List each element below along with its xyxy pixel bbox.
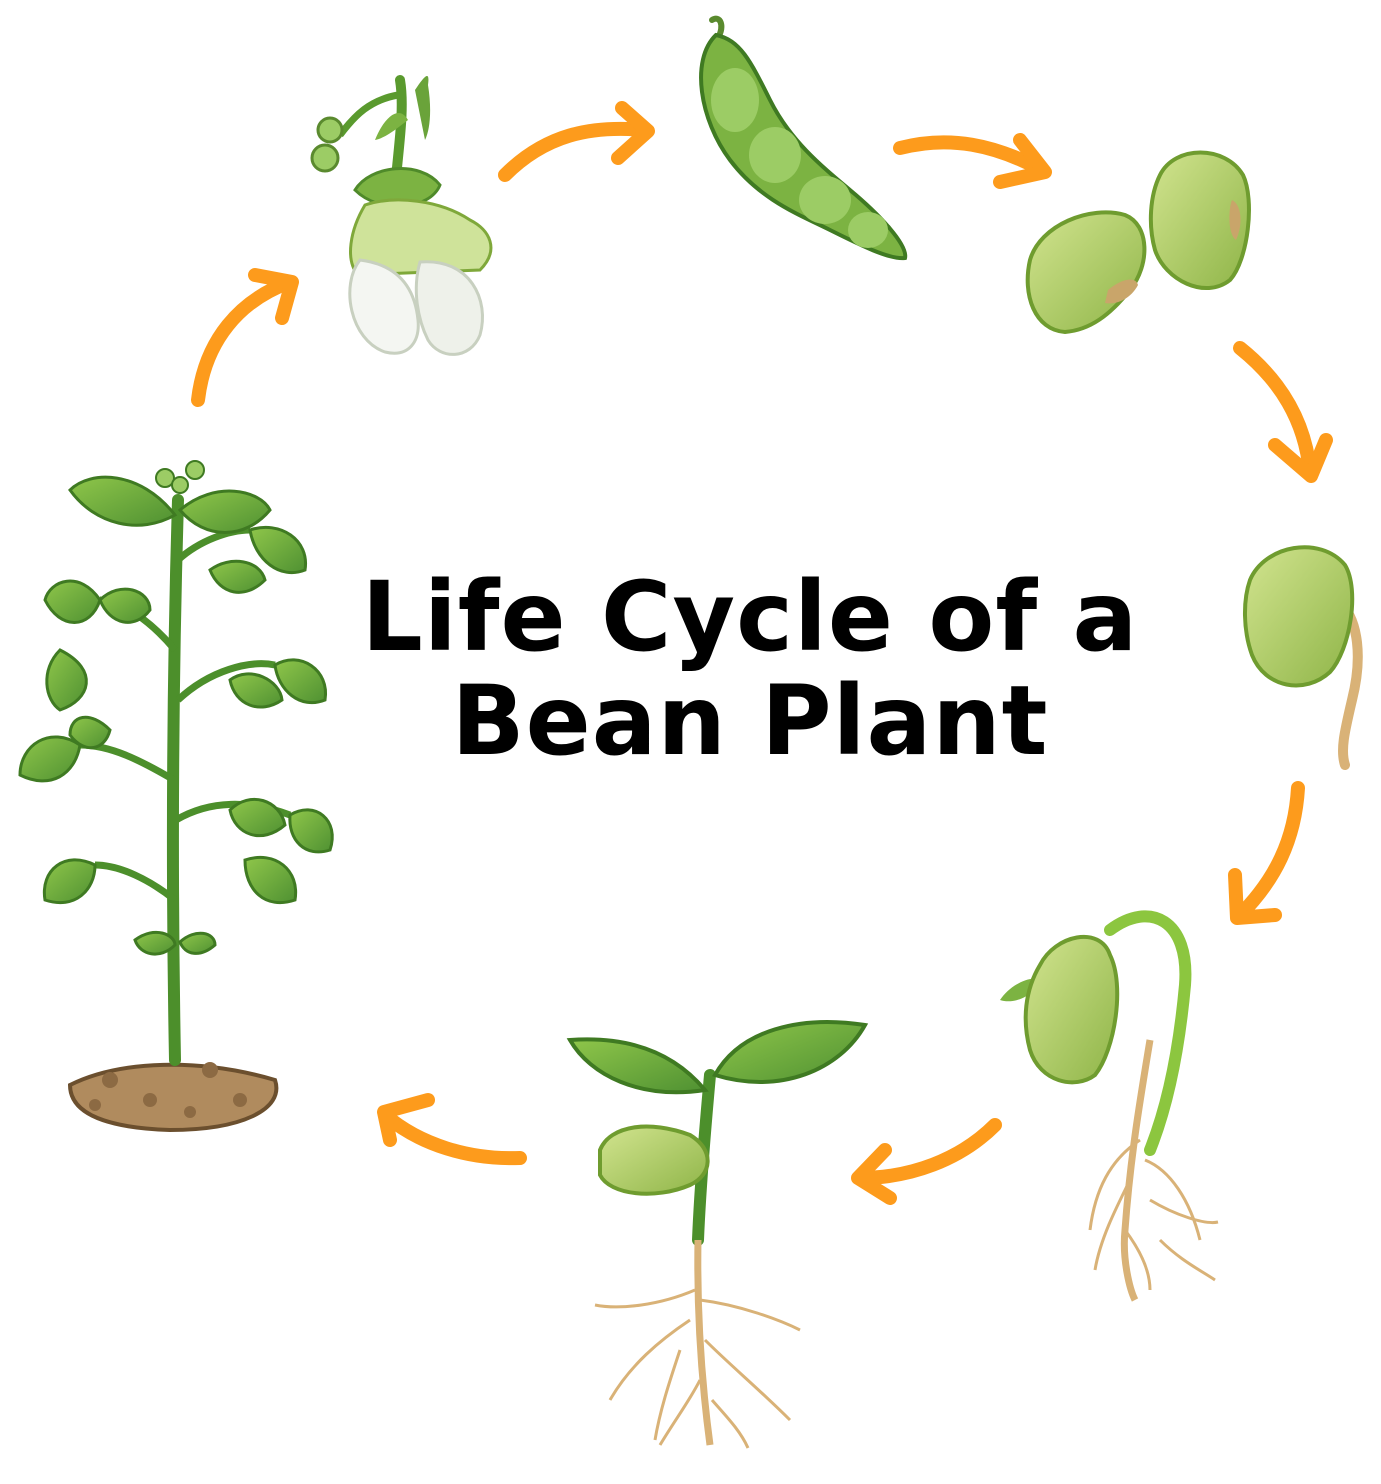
mature-plant-icon — [20, 461, 332, 1130]
bean-seeds-icon — [1028, 153, 1249, 333]
arrow-flower-to-pod — [505, 108, 648, 175]
title-line-2: Bean Plant — [340, 669, 1160, 773]
flower-icon — [312, 76, 491, 354]
arrow-sprout-to-seedling — [858, 1125, 995, 1198]
seedling-icon — [570, 1022, 865, 1448]
arrow-germinating-to-sprout — [1235, 788, 1298, 918]
arrow-plant-to-flower — [198, 275, 292, 400]
arrow-seedling-to-plant — [384, 1100, 520, 1158]
arrow-seeds-to-germinating — [1240, 348, 1326, 476]
bean-pod-icon — [701, 19, 905, 258]
title-line-1: Life Cycle of a — [340, 565, 1160, 669]
arrow-pod-to-seeds — [900, 140, 1045, 182]
diagram-title: Life Cycle of a Bean Plant — [340, 565, 1160, 773]
germinating-seed-icon — [1245, 547, 1358, 765]
sprout-icon — [1000, 916, 1218, 1300]
